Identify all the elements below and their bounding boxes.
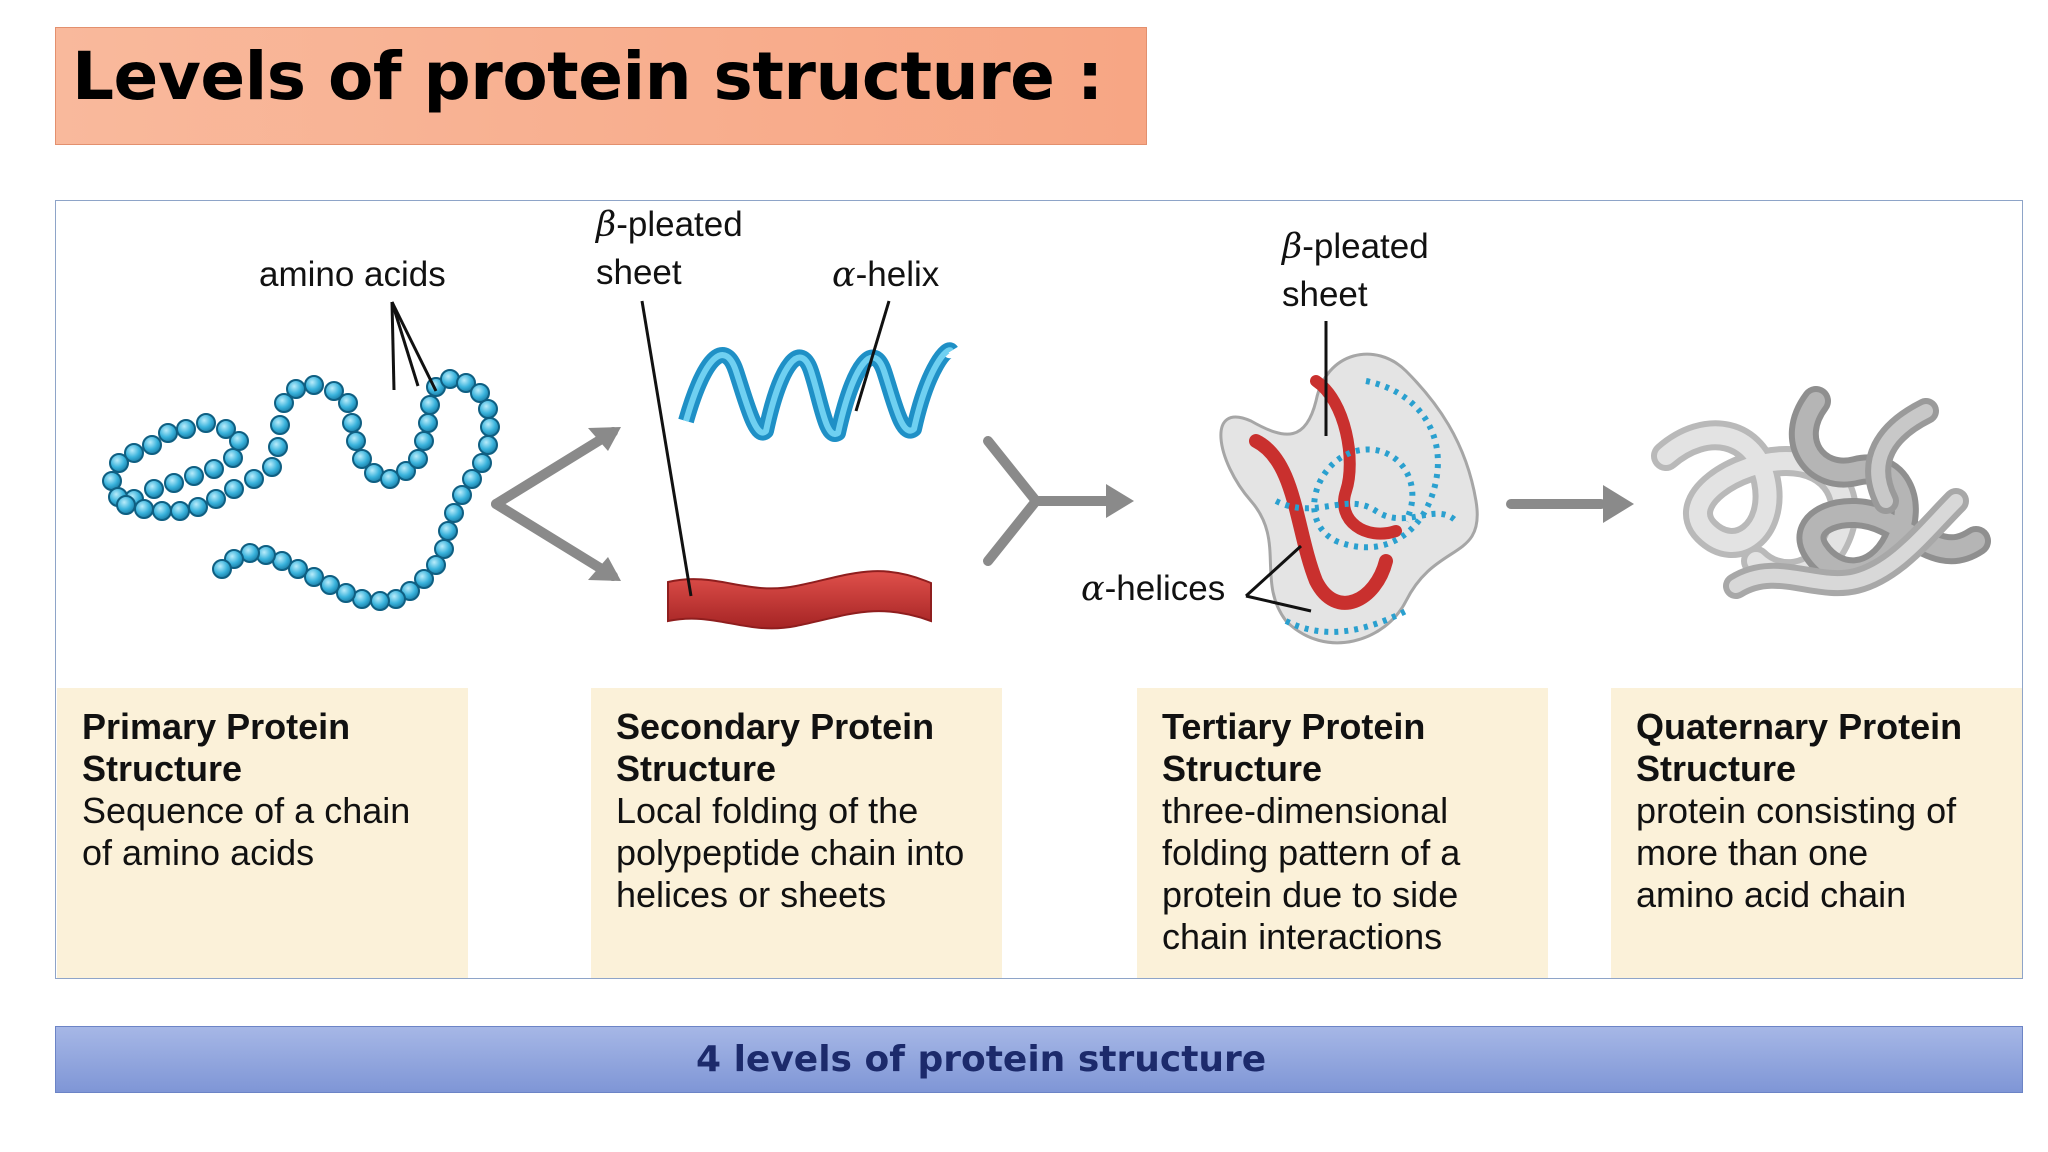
caption-text: 4 levels of protein structure: [696, 1039, 1267, 1080]
amino-acid-bead: [396, 461, 416, 481]
alpha-helix-label: α-helix: [832, 255, 940, 295]
beta-pleated-sheet-label-secondary: β-pleated sheet: [596, 205, 743, 292]
amino-acid-bead: [414, 569, 434, 589]
amino-acid-bead: [244, 469, 264, 489]
amino-acid-bead: [134, 499, 154, 519]
amino-acid-bead: [420, 395, 440, 415]
amino-acid-bead: [158, 423, 178, 443]
amino-acid-bead: [152, 501, 172, 521]
amino-acid-bead: [320, 575, 340, 595]
amino-acid-bead: [212, 559, 232, 579]
branch-arrow: [491, 427, 618, 581]
arrowhead-up: [588, 427, 621, 451]
amino-acid-bead: [288, 559, 308, 579]
caption-bar: 4 levels of protein structure: [55, 1026, 2023, 1093]
beta-sheet-ribbon: [667, 570, 932, 630]
amino-acid-bead: [204, 459, 224, 479]
amino-acid-bead: [223, 448, 243, 468]
amino-acid-bead: [286, 379, 306, 399]
amino-acid-bead: [188, 497, 208, 517]
amino-acid-chain: [102, 369, 500, 611]
amino-acid-bead: [164, 473, 184, 493]
tertiary-leader-lines: [1244, 321, 1328, 613]
amino-acid-bead: [336, 583, 356, 603]
amino-acid-bead: [380, 469, 400, 489]
merge-arrow: [983, 436, 1126, 566]
amino-acid-bead: [478, 399, 498, 419]
amino-acid-bead: [352, 449, 372, 469]
amino-acid-bead: [229, 431, 249, 451]
amino-acid-bead: [324, 381, 344, 401]
amino-acid-bead: [478, 435, 498, 455]
amino-acid-bead: [268, 437, 288, 457]
amino-acid-bead: [438, 521, 458, 541]
protein-structure-figure: amino acids β-pleated sheet α-helix β-pl…: [55, 200, 2023, 979]
amino-acid-bead: [224, 479, 244, 499]
arrowhead-down: [588, 557, 621, 581]
amino-acid-bead: [470, 383, 490, 403]
amino-acid-bead: [346, 431, 366, 451]
amino-acid-bead: [216, 419, 236, 439]
amino-acid-bead: [196, 413, 216, 433]
amino-acids-label: amino acids: [259, 255, 446, 294]
amino-acid-bead: [170, 501, 190, 521]
amino-acid-bead: [370, 591, 390, 611]
amino-acid-bead: [109, 453, 129, 473]
amino-acid-bead: [444, 503, 464, 523]
arrowhead-quaternary: [1603, 485, 1634, 523]
amino-acid-bead: [144, 479, 164, 499]
secondary-leader-lines: [640, 300, 891, 597]
amino-acid-bead: [206, 489, 226, 509]
amino-acid-bead: [274, 393, 294, 413]
amino-acid-bead: [142, 435, 162, 455]
amino-acid-bead: [270, 415, 290, 435]
amino-acid-bead: [262, 457, 282, 477]
amino-acid-bead: [342, 413, 362, 433]
amino-acid-bead: [452, 485, 472, 505]
page-title: Levels of protein structure :: [72, 38, 1103, 115]
amino-acid-bead: [462, 469, 482, 489]
alpha-helix-ribbon: [678, 342, 958, 443]
tertiary-protein-model: [1219, 352, 1479, 645]
amino-acid-bead: [414, 431, 434, 451]
amino-acid-bead: [480, 417, 500, 437]
amino-acid-bead: [456, 373, 476, 393]
amino-acid-bead: [426, 555, 446, 575]
title-banner: Levels of protein structure :: [55, 27, 1147, 145]
alpha-helices-label: α-helices: [1081, 569, 1226, 609]
amino-acid-bead: [184, 466, 204, 486]
amino-acid-bead: [472, 453, 492, 473]
amino-acid-bead: [338, 393, 358, 413]
amino-acid-bead: [124, 443, 144, 463]
amino-acid-bead: [116, 495, 136, 515]
amino-acids-leader-lines: [390, 301, 438, 392]
amino-acid-bead: [408, 449, 428, 469]
amino-acid-bead: [304, 567, 324, 587]
arrowhead-tertiary: [1106, 484, 1134, 518]
amino-acid-bead: [304, 375, 324, 395]
quaternary-protein-model: [1651, 386, 1991, 599]
beta-pleated-sheet-label-tertiary: β-pleated sheet: [1282, 227, 1429, 314]
amino-acid-bead: [418, 413, 438, 433]
amino-acid-bead: [434, 539, 454, 559]
diagram-illustration: [102, 300, 1991, 645]
amino-acid-bead: [176, 419, 196, 439]
